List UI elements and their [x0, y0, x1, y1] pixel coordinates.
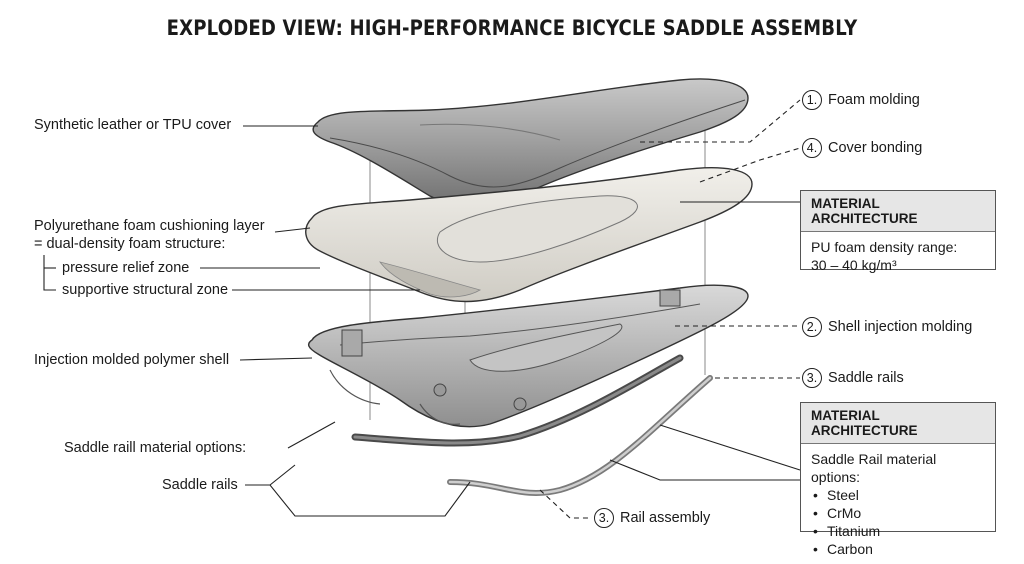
- shell-part: [307, 284, 749, 428]
- step-number-badge: 2.: [802, 317, 822, 337]
- rail-option-item: CrMo: [811, 504, 985, 522]
- rails-label: Saddle rails: [162, 477, 238, 493]
- rail-option-item: Steel: [811, 486, 985, 504]
- box-body: Saddle Rail material options: Steel CrMo…: [801, 444, 995, 564]
- box-body: PU foam density range: 30 – 40 kg/m³: [801, 232, 995, 280]
- saddle-cover: [312, 78, 749, 208]
- box-heading: MATERIAL ARCHITECTURE: [801, 403, 995, 444]
- diagram-title: EXPLODED VIEW: HIGH-PERFORMANCE BICYCLE …: [166, 16, 858, 40]
- step-rail-assembly: 3. Rail assembly: [594, 508, 710, 528]
- cover-label: Synthetic leather or TPU cover: [34, 117, 232, 133]
- step-number-badge: 3.: [594, 508, 614, 528]
- pressure-relief-zone-label: pressure relief zone: [62, 260, 190, 276]
- foam-layer: [305, 167, 753, 303]
- rail-options-label: Saddle raill material options:: [64, 440, 247, 456]
- step-shell-injection-molding: 2. Shell injection molding: [802, 317, 972, 337]
- step-label: Rail assembly: [620, 510, 711, 526]
- rail-option-item: Titanium: [811, 522, 985, 540]
- supportive-zone-label: supportive structural zone: [62, 282, 229, 298]
- step-saddle-rails: 3. Saddle rails: [802, 368, 904, 388]
- step-label: Cover bonding: [828, 140, 923, 156]
- foam-density-label: PU foam density range:: [811, 239, 958, 255]
- rail-options-intro: Saddle Rail material options:: [811, 451, 937, 485]
- rail-option-item: Carbon: [811, 540, 985, 558]
- step-foam-molding: 1. Foam molding: [802, 90, 920, 110]
- step-number-badge: 3.: [802, 368, 822, 388]
- step-label: Shell injection molding: [828, 319, 973, 335]
- step-label: Saddle rails: [828, 370, 904, 386]
- step-number-badge: 1.: [802, 90, 822, 110]
- foam-layer-label: Polyurethane foam cushioning layer: [34, 218, 265, 234]
- box-heading: MATERIAL ARCHITECTURE: [801, 191, 995, 232]
- shell-label: Injection molded polymer shell: [34, 352, 230, 368]
- step-label: Foam molding: [828, 92, 920, 108]
- foam-structure-label: = dual-density foam structure:: [34, 236, 226, 252]
- rail-options-list: Steel CrMo Titanium Carbon: [811, 486, 985, 558]
- saddle-rails: [351, 354, 713, 496]
- process-leader-lines: [539, 99, 801, 519]
- step-cover-bonding: 4. Cover bonding: [802, 138, 922, 158]
- foam-material-box: MATERIAL ARCHITECTURE PU foam density ra…: [800, 190, 996, 273]
- leader-lines: [43, 125, 801, 517]
- rail-material-box: MATERIAL ARCHITECTURE Saddle Rail materi…: [800, 402, 996, 558]
- step-number-badge: 4.: [802, 138, 822, 158]
- foam-density-value: 30 – 40 kg/m³: [811, 257, 897, 273]
